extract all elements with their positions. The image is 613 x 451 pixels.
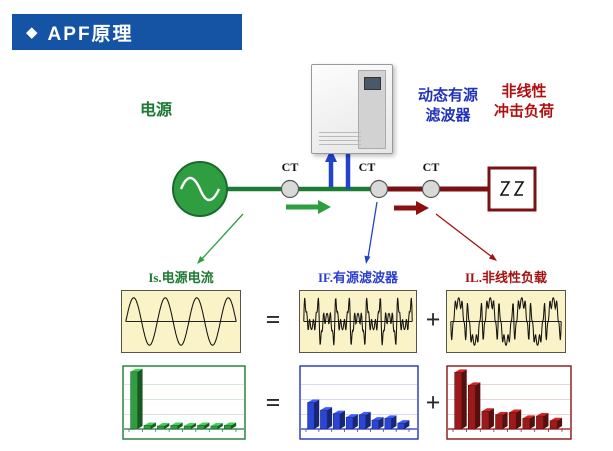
pointer-arrowhead-source-icon [197,256,205,264]
waveform-chart-filter [299,290,417,353]
source-label: 电源 [140,102,173,119]
red-flow-arrowhead-icon [416,201,429,215]
equals-sign-row2: = [265,388,281,417]
title-banner: ◆ APF原理 [12,14,242,50]
device-display [364,77,381,90]
apf-up-arrowhead-icon [325,149,337,162]
apf-device-image [311,64,393,154]
plus-sign-row2: + [425,388,441,417]
pointer-arrow-source [200,213,244,261]
diamond-icon: ◆ [26,23,38,41]
apf-label-line2: 滤波器 [425,107,471,125]
ct-label-1: CT [281,160,299,174]
spectrum-chart-source [122,365,246,440]
spectrum-chart-load [446,365,572,440]
device-panel [358,70,386,149]
load-label: 非线性 冲击负荷 [487,82,561,123]
thyristor-symbol-icon [499,181,511,196]
load-label-line1: 非线性 [501,83,547,100]
waveform-chart-source [121,290,241,353]
plot-title-filter-current: IF.有源滤波器 [317,270,399,285]
ct-label-3: CT [422,160,440,174]
device-vents [319,132,361,147]
nonlinear-load-box [487,166,537,212]
pointer-arrowhead-load-icon [488,253,497,261]
ct-marker-1 [280,179,300,199]
pointer-arrow-load [435,213,493,258]
green-flow-arrowhead-icon [318,200,331,214]
apf-label: 动态有源 滤波器 [412,86,484,127]
plus-sign-row1: + [425,305,441,334]
page-title: APF原理 [47,23,134,45]
ct-label-2: CT [358,160,376,174]
plot-title-load-current: IL.非线性负载 [465,270,547,285]
pointer-arrow-filter [367,201,378,259]
ct-marker-3 [421,179,441,199]
plot-title-source-current: Is.电源电流 [148,270,214,285]
pointer-arrowhead-filter-icon [364,255,371,264]
ct-marker-2 [369,179,389,199]
equals-sign-row1: = [265,305,281,334]
load-label-line2: 冲击负荷 [493,103,554,121]
spectrum-chart-filter [299,365,419,440]
thyristor-symbol-icon [513,181,525,196]
apf-label-line1: 动态有源 [417,87,478,104]
waveform-chart-load [446,290,566,353]
sine-symbol-icon [179,176,221,202]
